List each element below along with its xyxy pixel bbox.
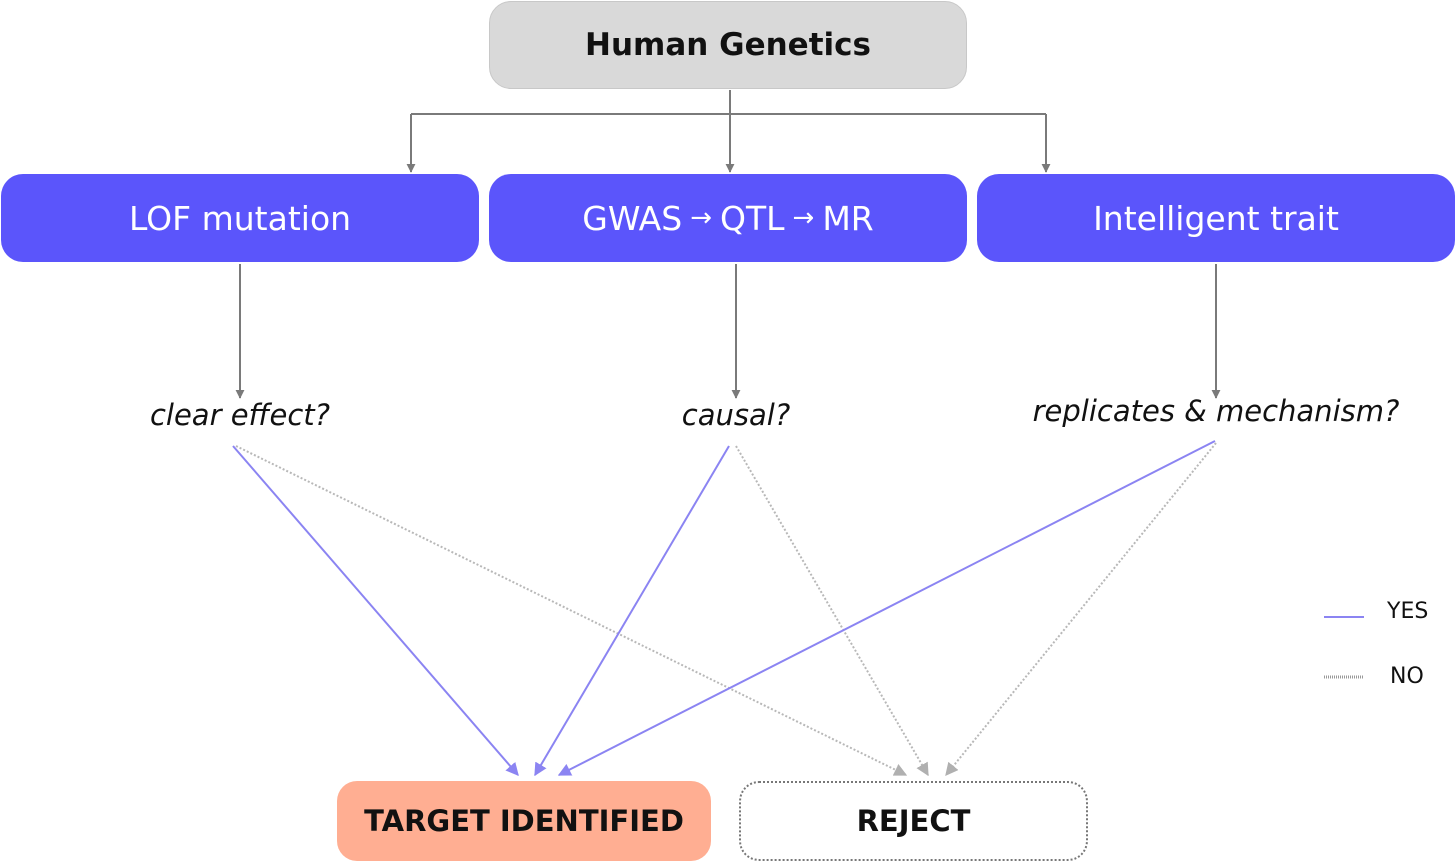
outcome-box-target-identified: TARGET IDENTIFIED (337, 781, 711, 861)
outcome-label-reject: REJECT (856, 804, 971, 838)
arrow-right-icon: → (792, 203, 815, 233)
method-label-gwas: GWAS (582, 198, 683, 238)
yes-arrow-lof (232, 445, 519, 776)
root-connector (406, 90, 1051, 173)
method-box-intelligent-trait: Intelligent trait (977, 174, 1455, 262)
no-arrow-trait (945, 442, 1217, 777)
outcome-box-reject: REJECT (739, 781, 1088, 861)
no-arrow-lof (235, 445, 908, 776)
no-arrow-gwas (735, 445, 929, 777)
yes-arrows (232, 440, 1216, 777)
legend-yes-label: YES (1387, 599, 1429, 624)
arrow-right-icon: → (690, 203, 712, 233)
outcome-label-target: TARGET IDENTIFIED (364, 804, 684, 838)
method-to-question-arrows (235, 264, 1221, 399)
no-arrows (235, 442, 1217, 777)
method-label-mr: MR (822, 198, 874, 238)
method-label-lof: LOF mutation (128, 198, 352, 238)
yes-arrow-trait (557, 440, 1216, 776)
method-box-gwas-qtl-mr: GWAS→QTL→MR (489, 174, 967, 262)
question-clear-effect: clear effect? (149, 398, 331, 432)
method-label-trait: Intelligent trait (1093, 198, 1339, 238)
yes-arrow-gwas (534, 445, 730, 777)
question-causal: causal? (681, 398, 791, 432)
method-box-lof-mutation: LOF mutation (1, 174, 479, 262)
question-replicates-mechanism: replicates & mechanism? (1032, 394, 1400, 428)
method-label-qtl: QTL (719, 198, 785, 238)
legend-no-label: NO (1390, 664, 1424, 689)
root-label: Human Genetics (585, 27, 871, 63)
root-box-human-genetics: Human Genetics (489, 1, 967, 89)
